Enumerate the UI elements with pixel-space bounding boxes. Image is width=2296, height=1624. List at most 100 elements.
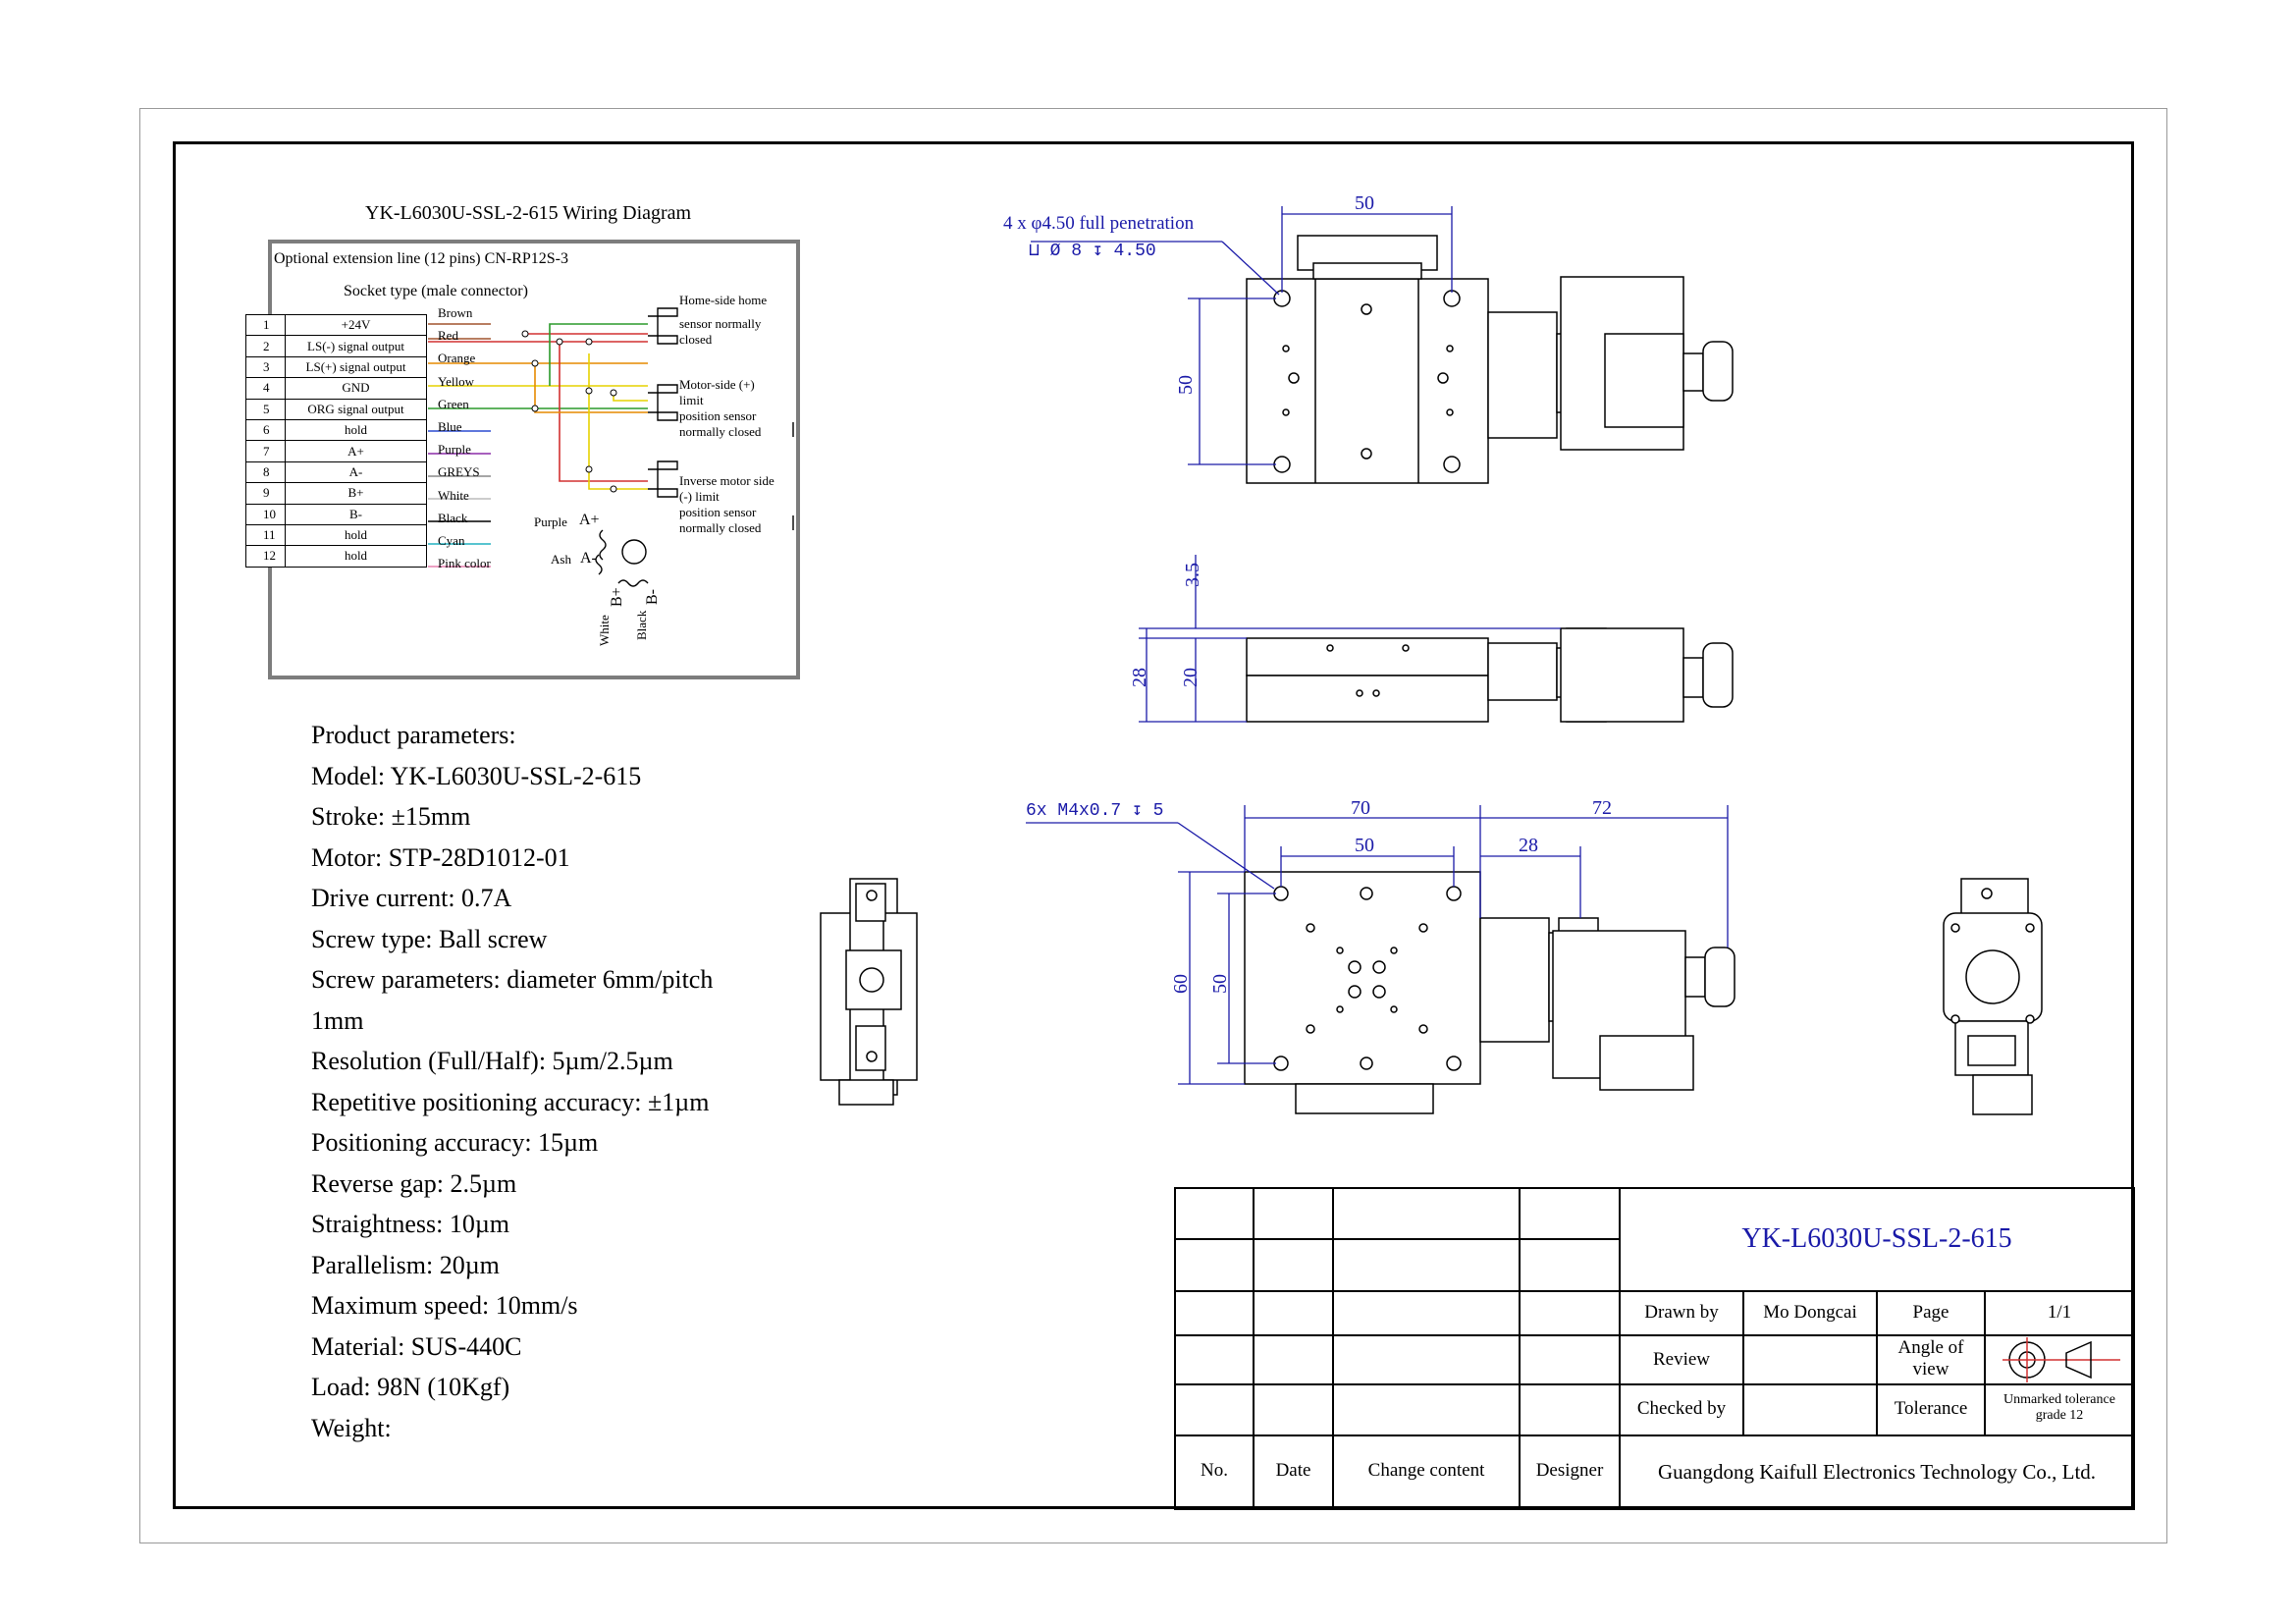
motor-coil (595, 529, 649, 587)
top-view (1246, 235, 1734, 484)
dim-base-60: 60 (1170, 974, 1192, 994)
hole-note: 4 x φ4.50 full penetration (1003, 213, 1195, 234)
top-view-dims (1031, 206, 1453, 465)
motor-b-minus-label: B- (644, 589, 661, 605)
sensor-home-label: Home-side home sensor normally closed (679, 293, 767, 348)
sensor-home-line: closed (679, 332, 713, 347)
company-name: Guangdong Kaifull Electronics Technology… (1657, 1460, 2097, 1484)
dim-top-width: 50 (1355, 192, 1374, 214)
pin-function: B- (285, 503, 427, 525)
drawn-by-label: Drawn by (1644, 1302, 1719, 1323)
param-weight: Weight: (311, 1413, 392, 1442)
wire-color-label: Blue (438, 418, 462, 434)
wiring-junction-dots (521, 330, 617, 493)
wire-color-label: Brown (438, 305, 473, 320)
pin-function: hold (285, 418, 427, 442)
projection-symbol (2002, 1337, 2120, 1382)
wire-color-label: Orange (438, 351, 476, 366)
sensor-plus-line: position sensor (679, 408, 757, 423)
sensor-minus-line: (-) limit (679, 489, 720, 504)
angle-of-view-label: Angle of view (1897, 1337, 1964, 1380)
sensor-home-line: sensor normally (679, 316, 762, 331)
extension-line-label: Optional extension line (12 pins) CN-RP1… (274, 250, 568, 267)
sensor-plus-line: Motor-side (+) (679, 377, 755, 392)
drawn-by-value: Mo Dongcai (1763, 1302, 1857, 1323)
pin-row: 1+24V (245, 313, 427, 337)
part-number: YK-L6030U-SSL-2-615 (1741, 1223, 2012, 1254)
sensor-minus-line: normally closed (679, 520, 762, 535)
col-date: Date (1275, 1460, 1311, 1481)
motor-b-plus-label: B+ (609, 587, 625, 607)
pin-function: +24V (285, 313, 427, 337)
pin-number: 10 (245, 503, 286, 525)
col-designer: Designer (1535, 1460, 1604, 1481)
wire-color-label: White (438, 487, 469, 503)
wire-color-label: Red (438, 328, 458, 344)
pin-number: 7 (245, 440, 286, 462)
left-end-view (820, 878, 918, 1106)
pin-function: hold (285, 545, 427, 568)
param-resolution: Resolution (Full/Half): 5µm/2.5µm (311, 1047, 673, 1075)
base-view (1244, 871, 1735, 1114)
sensor-minus-line: position sensor (679, 505, 757, 519)
motor-a-minus-label: A- (580, 550, 597, 567)
right-end-view (1943, 878, 2043, 1115)
dim-base-72: 72 (1592, 797, 1612, 819)
wire-color-label: Pink color (438, 556, 491, 571)
dim-base-50w: 50 (1355, 835, 1374, 856)
sensor-minus-label: Inverse motor side (-) limit position se… (679, 473, 774, 536)
param-reverse-gap: Reverse gap: 2.5µm (311, 1168, 517, 1198)
motor-purple-label: Purple (534, 514, 567, 529)
sensor-plus-line: normally closed (679, 424, 762, 439)
outer-border (139, 108, 2167, 1543)
param-screw-params: Screw parameters: diameter 6mm/pitch (311, 965, 714, 994)
review-label: Review (1652, 1349, 1711, 1370)
sensor-plus-line: limit (679, 393, 704, 407)
param-load: Load: 98N (10Kgf) (311, 1373, 510, 1401)
param-model: Model: YK-L6030U-SSL-2-615 (311, 761, 642, 790)
pin-number: 5 (245, 398, 286, 420)
title-block-grid (1174, 1187, 2135, 1510)
dim-top-height: 50 (1175, 375, 1197, 395)
pin-number: 2 (245, 335, 286, 357)
sensor-minus-line: Inverse motor side (679, 473, 774, 488)
pin-number: 1 (245, 313, 286, 337)
motor-ash-label: Ash (551, 552, 571, 567)
page-label: Page (1912, 1302, 1949, 1323)
sensor-plus-label: Motor-side (+) limit position sensor nor… (679, 377, 761, 440)
wire-color-label: Cyan (438, 532, 465, 548)
pin-function: LS(-) signal output (285, 335, 427, 357)
param-straightness: Straightness: 10µm (311, 1210, 510, 1238)
param-screw-type: Screw type: Ball screw (311, 924, 548, 953)
pin-function: A+ (285, 440, 427, 462)
param-max-speed: Maximum speed: 10mm/s (311, 1291, 578, 1320)
pin-function: LS(+) signal output (285, 355, 427, 379)
pin-number: 11 (245, 523, 286, 547)
dim-side-3-5: 3.5 (1182, 563, 1203, 587)
dim-base-50h: 50 (1209, 974, 1231, 994)
checked-by-label: Checked by (1636, 1398, 1727, 1419)
wire-color-label: Yellow (438, 373, 474, 389)
pin-number: 6 (245, 418, 286, 442)
param-parallelism: Parallelism: 20µm (311, 1250, 500, 1279)
param-stroke: Stroke: ±15mm (311, 802, 471, 831)
dim-side-28: 28 (1129, 668, 1150, 687)
product-parameters: Product parameters: Model: YK-L6030U-SSL… (311, 715, 713, 1448)
socket-type-label: Socket type (male connector) (344, 283, 528, 299)
motor-a-plus-label: A+ (579, 512, 600, 528)
pin-number: 3 (245, 355, 286, 379)
sensor-home-line: Home-side home (679, 293, 768, 307)
hole-spec: ⊔ Ø 8 ↧ 4.50 (1029, 242, 1156, 261)
dim-base-28: 28 (1519, 835, 1538, 856)
